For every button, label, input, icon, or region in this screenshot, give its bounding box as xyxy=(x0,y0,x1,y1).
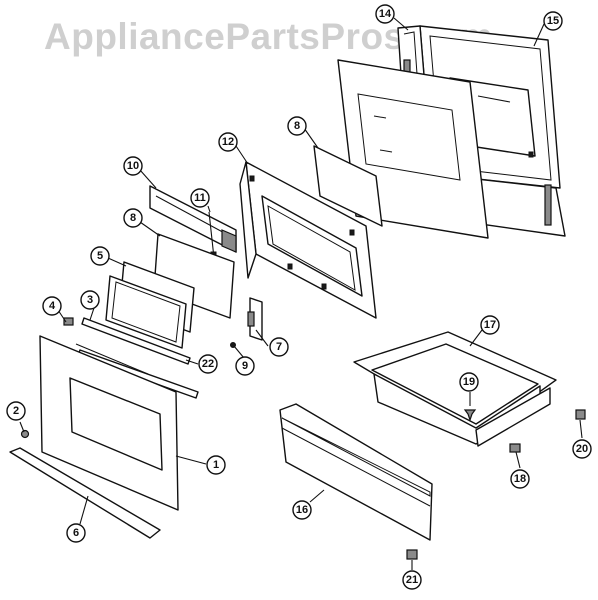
callout-1: 1 xyxy=(206,455,226,475)
svg-text:19: 19 xyxy=(463,376,475,388)
part-6-hinge-bracket xyxy=(247,297,263,341)
callout-8-lower: 8 xyxy=(123,208,143,228)
svg-text:8: 8 xyxy=(130,212,136,224)
part-3-trim-strip xyxy=(81,317,191,365)
callout-16: 16 xyxy=(292,500,312,520)
part-16-drawer-front xyxy=(279,403,433,541)
callout-18: 18 xyxy=(510,469,530,489)
callout-11: 11 xyxy=(190,188,210,208)
leader-lines xyxy=(19,17,583,570)
part-1-outer-door xyxy=(39,335,179,511)
svg-text:8: 8 xyxy=(294,120,300,132)
callout-10: 10 xyxy=(123,156,143,176)
svg-text:6: 6 xyxy=(73,527,79,539)
part-7-bottom-trim xyxy=(9,447,161,539)
svg-text:5: 5 xyxy=(97,250,103,262)
callout-8-upper: 8 xyxy=(287,116,307,136)
callout-2: 2 xyxy=(6,401,26,421)
callout-19: 19 xyxy=(459,372,479,392)
svg-text:21: 21 xyxy=(406,574,418,586)
svg-text:17: 17 xyxy=(484,319,496,331)
callout-17: 17 xyxy=(480,315,500,335)
callout-5: 5 xyxy=(90,246,110,266)
part-18-foot xyxy=(509,443,521,453)
callout-15: 15 xyxy=(543,11,563,31)
callout-9: 9 xyxy=(235,356,255,376)
callout-21: 21 xyxy=(402,570,422,590)
callout-6: 7 xyxy=(269,337,289,357)
svg-text:20: 20 xyxy=(576,443,588,455)
svg-text:14: 14 xyxy=(379,8,392,20)
svg-text:3: 3 xyxy=(87,294,93,306)
svg-text:2: 2 xyxy=(13,405,19,417)
svg-text:4: 4 xyxy=(49,300,56,312)
callout-14: 14 xyxy=(375,4,395,24)
svg-text:1: 1 xyxy=(213,459,219,471)
callout-7: 6 xyxy=(66,523,86,543)
svg-text:15: 15 xyxy=(547,15,559,27)
part-21-leveling-leg xyxy=(406,549,418,560)
svg-text:12: 12 xyxy=(222,136,234,148)
part-2-screw xyxy=(20,429,30,439)
svg-text:22: 22 xyxy=(202,358,214,370)
svg-text:18: 18 xyxy=(514,473,526,485)
svg-text:9: 9 xyxy=(242,360,248,372)
svg-text:10: 10 xyxy=(127,160,139,172)
part-17-drawer-tub xyxy=(353,331,557,447)
callout-4: 4 xyxy=(42,296,62,316)
svg-text:11: 11 xyxy=(194,192,206,204)
callout-12: 12 xyxy=(218,132,238,152)
part-5-window-pack xyxy=(105,261,195,349)
part-4-bracket xyxy=(63,317,74,326)
svg-text:7: 7 xyxy=(276,341,282,353)
callout-20: 20 xyxy=(572,439,592,459)
part-20-leveling-leg xyxy=(575,409,586,420)
part-12-inner-liner xyxy=(239,161,377,319)
part-10-rail-bracket xyxy=(149,185,237,253)
part-19-screw xyxy=(463,409,477,422)
callout-3: 3 xyxy=(80,290,100,310)
part-8-door-glass-upper xyxy=(313,145,383,227)
callout-22: 22 xyxy=(198,354,218,374)
svg-text:16: 16 xyxy=(296,504,308,516)
